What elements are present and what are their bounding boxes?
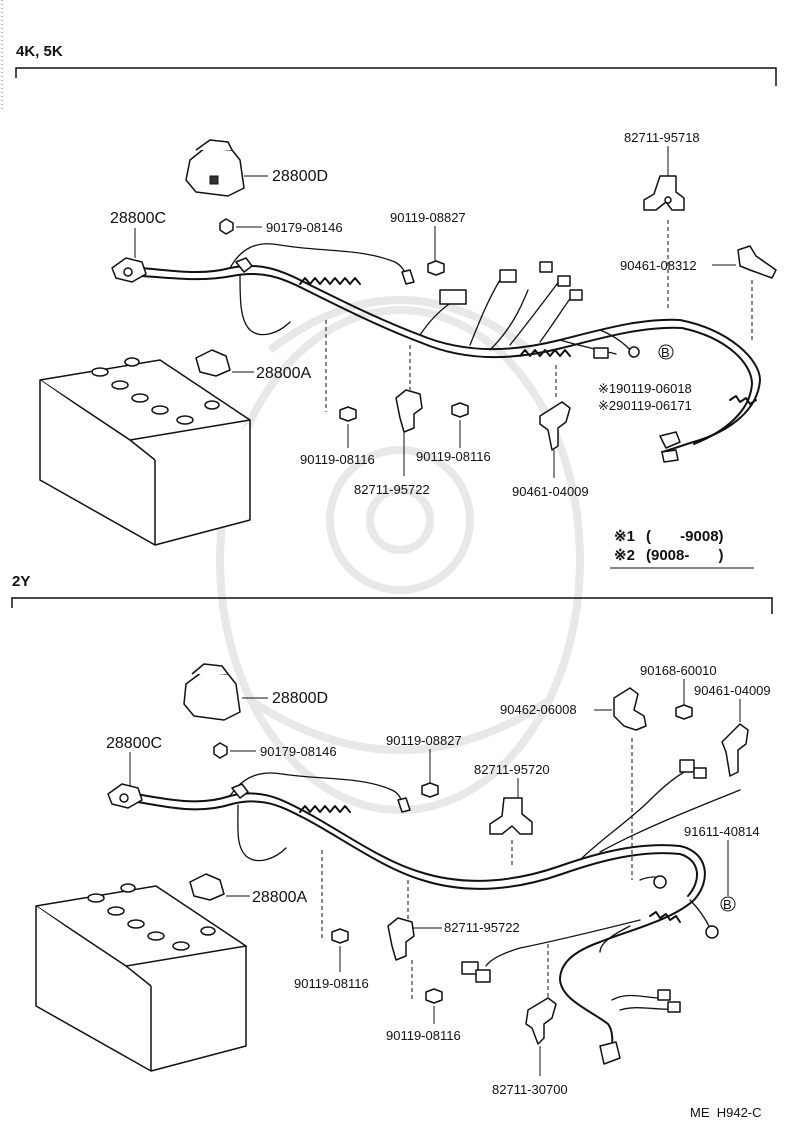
wire-harness-bottom bbox=[135, 769, 741, 1051]
clamp-82711-95722-top bbox=[395, 389, 423, 476]
marker-b-bottom-label: B bbox=[723, 897, 732, 912]
marker-b-bottom bbox=[720, 896, 736, 912]
section-title-2y: 2Y bbox=[12, 573, 30, 590]
label-28800A-bottom: 28800A bbox=[252, 889, 307, 906]
marker-b-top bbox=[658, 344, 674, 360]
bracket-90461-08312 bbox=[737, 245, 777, 279]
connectors-bottom bbox=[107, 759, 719, 1065]
legend-mark-2: ※2 bbox=[614, 547, 635, 564]
part-28800D-top bbox=[185, 139, 268, 197]
label-90168-60010: 90168-60010 bbox=[640, 663, 717, 678]
part-28800A-top bbox=[195, 349, 254, 377]
label-82711-95720: 82711-95720 bbox=[474, 762, 550, 777]
clamp-82711-95718 bbox=[643, 175, 685, 211]
label-90119-08116-top-b: 90119-08116 bbox=[416, 449, 491, 464]
bolt-90119-08116-top-a bbox=[339, 406, 357, 448]
bolt-90119-08116-bottom-a bbox=[331, 928, 349, 972]
label-90461-08312: 90461-08312 bbox=[620, 258, 697, 273]
label-82711-95722-top: 82711-95722 bbox=[354, 482, 430, 497]
part-28800D-bottom bbox=[183, 663, 268, 721]
label-90179-top: 90179-08146 bbox=[266, 220, 343, 235]
label-90461-04009-bottom: 90461-04009 bbox=[694, 683, 771, 698]
legend-range-2: (9008- ) bbox=[646, 547, 724, 564]
label-star2-top: ※290119-06171 bbox=[598, 398, 692, 413]
label-28800C-top: 28800C bbox=[110, 210, 166, 227]
label-90119-08827-top: 90119-08827 bbox=[390, 210, 466, 225]
bracket-90461-04009-bottom bbox=[721, 723, 749, 777]
battery-bottom bbox=[35, 883, 247, 1072]
label-28800C-bottom: 28800C bbox=[106, 735, 162, 752]
label-90119-08116-bottom-a: 90119-08116 bbox=[294, 976, 369, 991]
clamp-82711-95720 bbox=[489, 797, 533, 835]
section-bracket-bottom bbox=[11, 597, 773, 614]
label-90462-06008: 90462-06008 bbox=[500, 702, 577, 717]
connectors-top bbox=[235, 257, 681, 463]
bolt-90119-08827-bottom bbox=[421, 782, 439, 798]
label-90119-08116-top-a: 90119-08116 bbox=[300, 452, 375, 467]
bolt-90119-08116-bottom-b bbox=[425, 988, 443, 1024]
label-90179-bottom: 90179-08146 bbox=[260, 744, 337, 759]
label-82711-30700: 82711-30700 bbox=[492, 1082, 568, 1097]
nut-90179-top bbox=[219, 218, 262, 235]
battery-terminal-top bbox=[111, 257, 147, 283]
wire-harness-top bbox=[139, 243, 761, 453]
bolt-90168-60010 bbox=[675, 704, 693, 720]
legend: ※1 ( -9008) ※2 (9008- ) bbox=[610, 528, 754, 569]
part-28800A-bottom bbox=[189, 873, 250, 901]
bolt-90119-08827-top bbox=[427, 260, 445, 276]
label-90461-04009-top: 90461-04009 bbox=[512, 484, 589, 499]
label-star1-top: ※190119-06018 bbox=[598, 381, 692, 396]
label-28800A-top: 28800A bbox=[256, 365, 311, 382]
bracket-90461-04009-top bbox=[539, 401, 571, 478]
diagram-code: ME H942-C bbox=[690, 1105, 762, 1120]
label-28800D-top: 28800D bbox=[272, 168, 328, 185]
nut-90179-bottom bbox=[213, 742, 256, 759]
label-90119-08827-bottom: 90119-08827 bbox=[386, 733, 462, 748]
label-90119-08116-bottom-b: 90119-08116 bbox=[386, 1028, 461, 1043]
label-82711-95722-bottom: 82711-95722 bbox=[444, 920, 520, 935]
marker-b-top-label: B bbox=[661, 345, 670, 360]
bracket-82711-30700 bbox=[525, 997, 557, 1076]
label-82711-95718: 82711-95718 bbox=[624, 130, 700, 145]
legend-mark-1: ※1 bbox=[614, 528, 635, 545]
section-title-4k5k: 4K, 5K bbox=[16, 43, 63, 60]
watermark-emblem bbox=[216, 296, 584, 814]
label-28800D-bottom: 28800D bbox=[272, 690, 328, 707]
bolt-90119-08116-top-b bbox=[451, 402, 469, 448]
legend-range-1: ( -9008) bbox=[646, 528, 724, 545]
section-bracket-top bbox=[15, 67, 777, 86]
battery-top bbox=[39, 357, 251, 546]
clamp-82711-95722-bottom bbox=[387, 917, 442, 961]
bracket-90462-06008 bbox=[613, 687, 647, 731]
label-91611-40814: 91611-40814 bbox=[684, 824, 760, 839]
